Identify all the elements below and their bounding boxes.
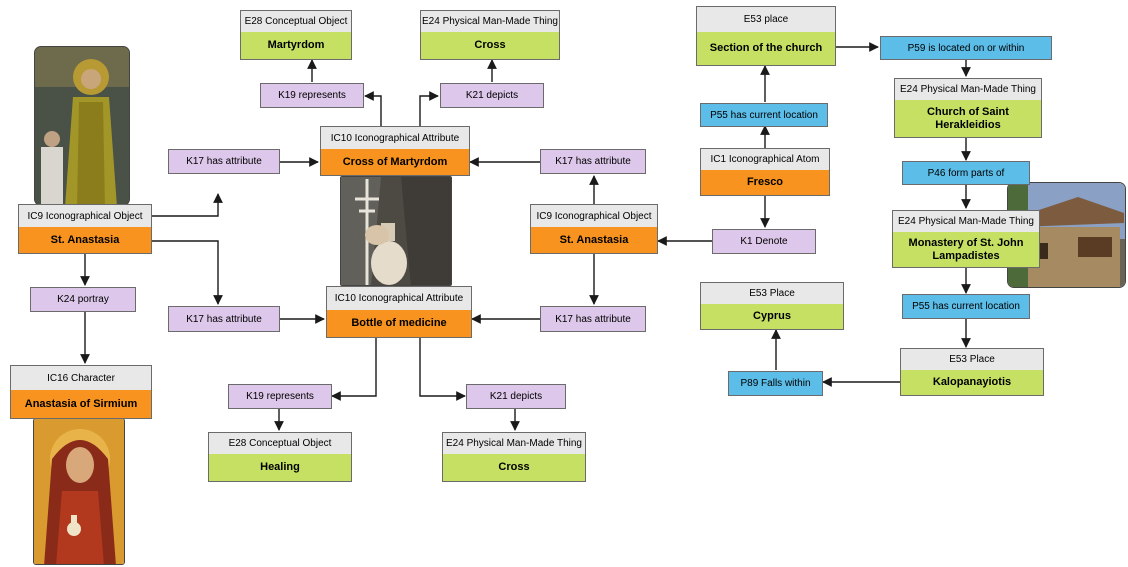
node-anastasia-of-sirmium: IC16 Character Anastasia of Sirmium bbox=[10, 365, 152, 419]
instance-label: Kalopanayiotis bbox=[901, 370, 1043, 395]
node-cross-top: E24 Physical Man-Made Thing Cross bbox=[420, 10, 560, 60]
instance-label: Cross of Martyrdom bbox=[321, 149, 469, 175]
node-cyprus: E53 Place Cyprus bbox=[700, 282, 844, 330]
instance-label: Cyprus bbox=[701, 304, 843, 329]
class-label: IC10 Iconographical Attribute bbox=[327, 287, 471, 311]
fresco-detail-image bbox=[34, 46, 130, 206]
class-label: IC10 Iconographical Attribute bbox=[321, 127, 469, 150]
class-label: E24 Physical Man-Made Thing bbox=[443, 433, 585, 455]
class-label: E28 Conceptual Object bbox=[241, 11, 351, 33]
property-k21-depicts-top: K21 depicts bbox=[440, 83, 544, 108]
class-label: E24 Physical Man-Made Thing bbox=[895, 79, 1041, 101]
fresco-cross-image bbox=[340, 176, 452, 286]
property-k19-represents-bottom: K19 represents bbox=[228, 384, 332, 409]
class-label: E24 Physical Man-Made Thing bbox=[893, 211, 1039, 233]
edge-line bbox=[152, 240, 223, 305]
class-label: IC9 Iconographical Object bbox=[531, 205, 657, 228]
instance-label: St. Anastasia bbox=[19, 227, 151, 253]
node-kalopanayiotis: E53 Place Kalopanayiotis bbox=[900, 348, 1044, 396]
instance-label: Cross bbox=[421, 32, 559, 59]
node-st-anastasia-left: IC9 Iconographical Object St. Anastasia bbox=[18, 204, 152, 254]
instance-label: Section of the church bbox=[697, 32, 835, 65]
class-label: IC9 Iconographical Object bbox=[19, 205, 151, 228]
property-k21-depicts-bottom: K21 depicts bbox=[466, 384, 566, 409]
property-k17-has-attribute-left-top: K17 has attribute bbox=[168, 149, 280, 174]
edge-line bbox=[331, 331, 377, 401]
instance-label: Fresco bbox=[701, 170, 829, 195]
class-label: IC1 Iconographical Atom bbox=[701, 149, 829, 171]
property-p59-is-located-on-or-within: P59 is located on or within bbox=[880, 36, 1052, 60]
property-k19-represents-top: K19 represents bbox=[260, 83, 364, 108]
node-fresco: IC1 Iconographical Atom Fresco bbox=[700, 148, 830, 196]
node-bottle-of-medicine: IC10 Iconographical Attribute Bottle of … bbox=[326, 286, 472, 338]
instance-label: Anastasia of Sirmium bbox=[11, 390, 151, 418]
instance-label: Monastery of St. John Lampadistes bbox=[893, 232, 1039, 267]
class-label: E53 Place bbox=[901, 349, 1043, 371]
property-p89-falls-within: P89 Falls within bbox=[728, 371, 823, 396]
icon-anastasia-image bbox=[33, 418, 125, 565]
instance-label: Martyrdom bbox=[241, 32, 351, 59]
class-label: E53 Place bbox=[701, 283, 843, 305]
class-label: E28 Conceptual Object bbox=[209, 433, 351, 455]
property-k17-has-attribute-right-top: K17 has attribute bbox=[540, 149, 646, 174]
node-cross-of-martyrdom: IC10 Iconographical Attribute Cross of M… bbox=[320, 126, 470, 176]
node-church-saint-herakleidios: E24 Physical Man-Made Thing Church of Sa… bbox=[894, 78, 1042, 138]
class-label: E24 Physical Man-Made Thing bbox=[421, 11, 559, 33]
property-p55-has-current-location-bottom: P55 has current location bbox=[902, 294, 1030, 319]
node-monastery: E24 Physical Man-Made Thing Monastery of… bbox=[892, 210, 1040, 268]
node-martyrdom: E28 Conceptual Object Martyrdom bbox=[240, 10, 352, 60]
property-k1-denote: K1 Denote bbox=[712, 229, 816, 254]
property-p46-form-parts-of: P46 form parts of bbox=[902, 161, 1030, 185]
instance-label: Bottle of medicine bbox=[327, 310, 471, 337]
property-k17-has-attribute-left-bottom: K17 has attribute bbox=[168, 306, 280, 332]
edge-line bbox=[152, 193, 223, 217]
node-section-of-church: E53 place Section of the church bbox=[696, 6, 836, 66]
property-p55-has-current-location-top: P55 has current location bbox=[700, 103, 828, 127]
node-cross-bottom: E24 Physical Man-Made Thing Cross bbox=[442, 432, 586, 482]
class-label: E53 place bbox=[697, 7, 835, 33]
property-k24-portray: K24 portray bbox=[30, 287, 136, 312]
instance-label: Cross bbox=[443, 454, 585, 481]
node-healing: E28 Conceptual Object Healing bbox=[208, 432, 352, 482]
class-label: IC16 Character bbox=[11, 366, 151, 391]
property-k17-has-attribute-right-bottom: K17 has attribute bbox=[540, 306, 646, 332]
instance-label: Church of Saint Herakleidios bbox=[895, 100, 1041, 137]
instance-label: St. Anastasia bbox=[531, 227, 657, 253]
edge-line bbox=[419, 331, 466, 401]
instance-label: Healing bbox=[209, 454, 351, 481]
node-st-anastasia-mid: IC9 Iconographical Object St. Anastasia bbox=[530, 204, 658, 254]
